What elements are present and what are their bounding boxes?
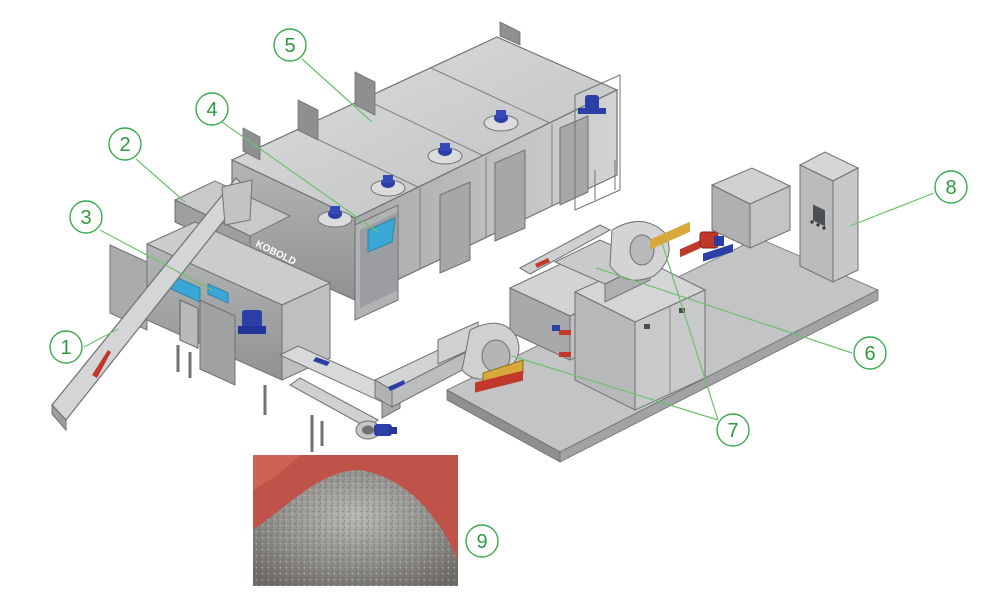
screw-conveyor [289, 377, 397, 452]
callout-2-label: 2 [119, 134, 130, 156]
callout-5: 5 [273, 28, 307, 62]
callout-1-label: 1 [60, 337, 71, 359]
fan-motor-1 [317, 206, 353, 228]
callout-1: 1 [49, 330, 83, 364]
callout-9-label: 9 [476, 531, 487, 553]
callout-4: 4 [195, 92, 229, 126]
callout-5-label: 5 [284, 35, 295, 57]
hopper-bin [710, 167, 792, 249]
callout-7-label: 7 [727, 420, 738, 442]
fan-motor-2 [370, 175, 406, 197]
infeed-unit: KOBOLD [109, 180, 332, 415]
fan-motor-3 [427, 143, 463, 165]
callout-2: 2 [108, 127, 142, 161]
dryer-tunnel [230, 21, 621, 321]
callout-6: 6 [853, 336, 887, 370]
callout-3: 3 [69, 200, 103, 234]
fan-motor-4 [483, 110, 519, 132]
callout-4-label: 4 [206, 99, 217, 121]
callout-6-label: 6 [864, 343, 875, 365]
flow-arrow-duct-1 [313, 357, 330, 366]
inclined-conveyor [51, 177, 253, 432]
infeed-motor [238, 310, 266, 334]
callout-8-label: 8 [945, 177, 956, 199]
callout-3-label: 3 [80, 207, 91, 229]
callout-9: 9 [465, 524, 499, 558]
screw-motor [374, 424, 397, 436]
callout-8: 8 [934, 170, 968, 204]
blower-front [437, 321, 524, 393]
flow-arrow-duct-3 [535, 258, 550, 268]
flow-arrow-conveyor [92, 350, 111, 378]
blower-rear [609, 221, 733, 281]
cabinet-display [813, 204, 825, 227]
end-motor [578, 95, 606, 114]
flow-arrow-duct-2 [388, 380, 405, 391]
material-photo [253, 455, 458, 586]
leader-lines [83, 58, 935, 421]
control-cabinet [798, 151, 860, 283]
pump-motor [699, 231, 733, 262]
callout-7: 7 [716, 413, 750, 447]
